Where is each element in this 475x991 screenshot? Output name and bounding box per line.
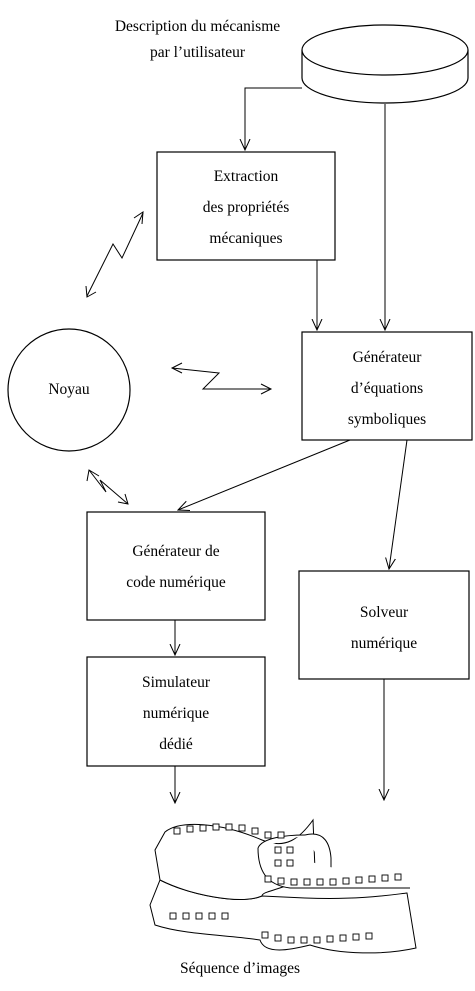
zigzag-link-kernel-extraction	[85, 211, 144, 298]
solver-line-1: Solveur	[359, 604, 409, 621]
arrow-symbolic-to-solver	[389, 439, 408, 569]
film-perforations	[169, 823, 402, 944]
code-generator-box	[86, 511, 266, 621]
code-generator-label: Générateur de code numérique	[87, 536, 265, 598]
arrow-input-to-extraction	[245, 87, 302, 150]
zigzag-link-kernel-codegen	[86, 469, 129, 505]
solver-box	[298, 570, 470, 680]
simulator-line-1: Simulateur	[141, 674, 211, 691]
extraction-box-label: Extraction des propriétés mécaniques	[157, 161, 335, 254]
simulator-box	[86, 656, 266, 767]
extraction-line-1: Extraction	[213, 168, 279, 185]
input-label-line-2: par l’utilisateur	[149, 44, 246, 61]
kernel-circle	[7, 328, 131, 452]
extraction-line-3: mécaniques	[209, 230, 283, 247]
codegen-line-1: Générateur de	[132, 543, 220, 560]
output-label: Séquence d’images	[140, 956, 340, 982]
input-description-label: Description du mécanisme par l’utilisate…	[75, 14, 320, 66]
extraction-box	[156, 151, 336, 261]
symbolic-generator-box	[301, 331, 473, 441]
symbolic-line-1: Générateur	[352, 349, 422, 366]
solver-label: Solveur numérique	[299, 597, 469, 659]
symbolic-line-2: d’équations	[350, 380, 424, 397]
symbolic-line-3: symboliques	[347, 411, 427, 428]
film-strip-icon	[149, 818, 417, 954]
output-text: Séquence d’images	[179, 960, 301, 977]
kernel-label: Noyau	[8, 374, 130, 405]
simulator-line-3: dédié	[159, 736, 193, 753]
database-cylinder-icon	[301, 24, 469, 104]
arrow-symbolic-to-codegen	[178, 439, 351, 510]
symbolic-generator-label: Générateur d’équations symboliques	[302, 342, 472, 435]
input-label-line-1: Description du mécanisme	[114, 18, 281, 35]
extraction-line-2: des propriétés	[202, 199, 290, 216]
zigzag-link-kernel-symbolic	[170, 362, 273, 395]
simulator-label: Simulateur numérique dédié	[87, 667, 265, 760]
codegen-line-2: code numérique	[126, 574, 226, 591]
solver-line-2: numérique	[350, 635, 418, 652]
simulator-line-2: numérique	[142, 705, 210, 722]
kernel-text: Noyau	[48, 381, 90, 398]
